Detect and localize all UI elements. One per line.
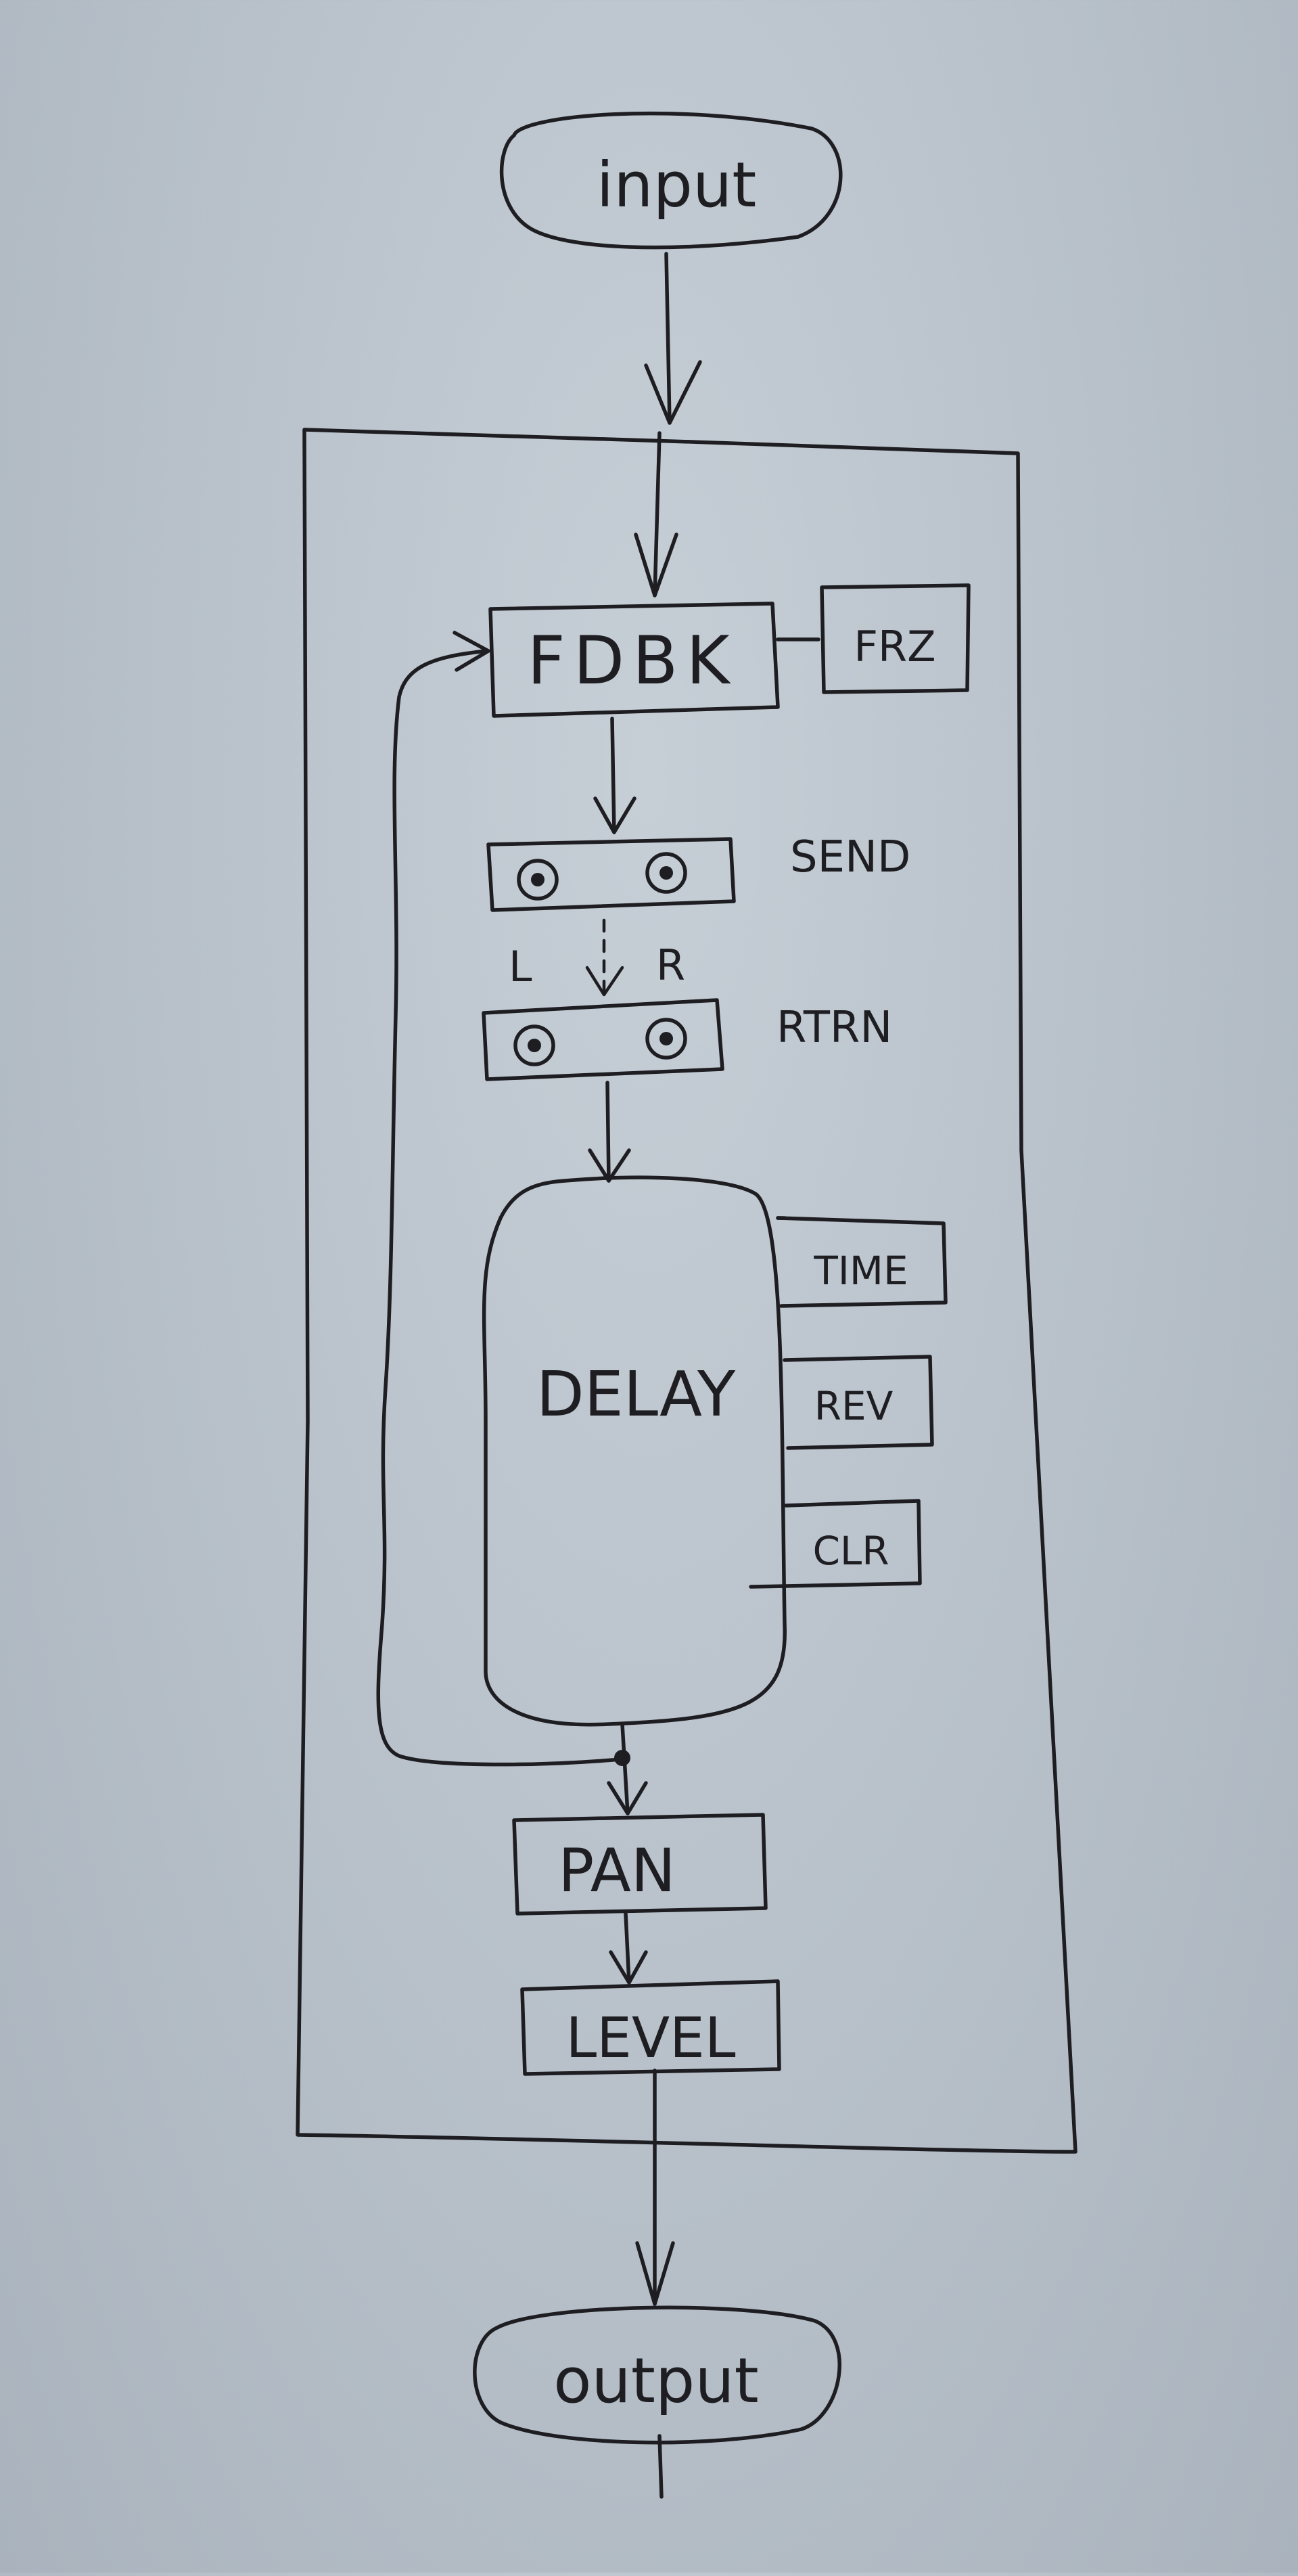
level-label: LEVEL — [565, 2006, 735, 2071]
frz-label: FRZ — [854, 622, 935, 671]
delay-to-pan-arrow — [607, 1722, 648, 1815]
rev-label: REV — [814, 1383, 894, 1429]
send-jack-panel — [486, 837, 736, 912]
pan-block: PAN — [512, 1813, 768, 1916]
delay-block: DELAY — [482, 1175, 787, 1727]
send-return-dashed-arrow — [585, 918, 624, 997]
clr-label: CLR — [812, 1528, 889, 1574]
rtrn-label: RTRN — [777, 1003, 892, 1053]
level-block: LEVEL — [520, 1979, 781, 2076]
feedback-loop-arrow — [376, 631, 623, 1767]
output-label: output — [553, 2345, 758, 2417]
rev-control: REV — [783, 1355, 934, 1450]
output-node: output — [473, 2305, 841, 2499]
junction-dot — [614, 1750, 630, 1766]
rtrn-to-delay-arrow — [588, 1081, 631, 1183]
time-label: TIME — [813, 1248, 908, 1294]
send-label: SEND — [790, 832, 910, 882]
time-control: TIME — [776, 1216, 948, 1308]
rtrn-right-jack-icon — [645, 1018, 687, 1060]
fdbk-to-send-arrow — [593, 717, 636, 834]
frz-block: FRZ — [820, 583, 971, 694]
left-channel-label: L — [509, 942, 532, 991]
device-enclosure — [296, 428, 1077, 2154]
rtrn-left-jack-icon — [513, 1024, 555, 1066]
delay-label: DELAY — [536, 1358, 736, 1430]
fdbk-block: FDBK — [488, 602, 780, 718]
send-right-jack-icon — [645, 852, 687, 894]
right-channel-label: R — [656, 941, 685, 990]
clr-control: CLR — [749, 1499, 922, 1589]
input-node: input — [499, 111, 843, 250]
pan-to-level-arrow — [609, 1912, 648, 1985]
pan-label: PAN — [558, 1836, 675, 1905]
send-left-jack-icon — [517, 859, 559, 901]
fdbk-input-arrow — [634, 431, 678, 597]
input-label: input — [597, 149, 757, 221]
input-arrow — [644, 252, 702, 425]
level-to-output-arrow — [635, 2069, 675, 2306]
rtrn-jack-panel — [482, 998, 724, 1081]
fdbk-label: FDBK — [527, 623, 737, 700]
